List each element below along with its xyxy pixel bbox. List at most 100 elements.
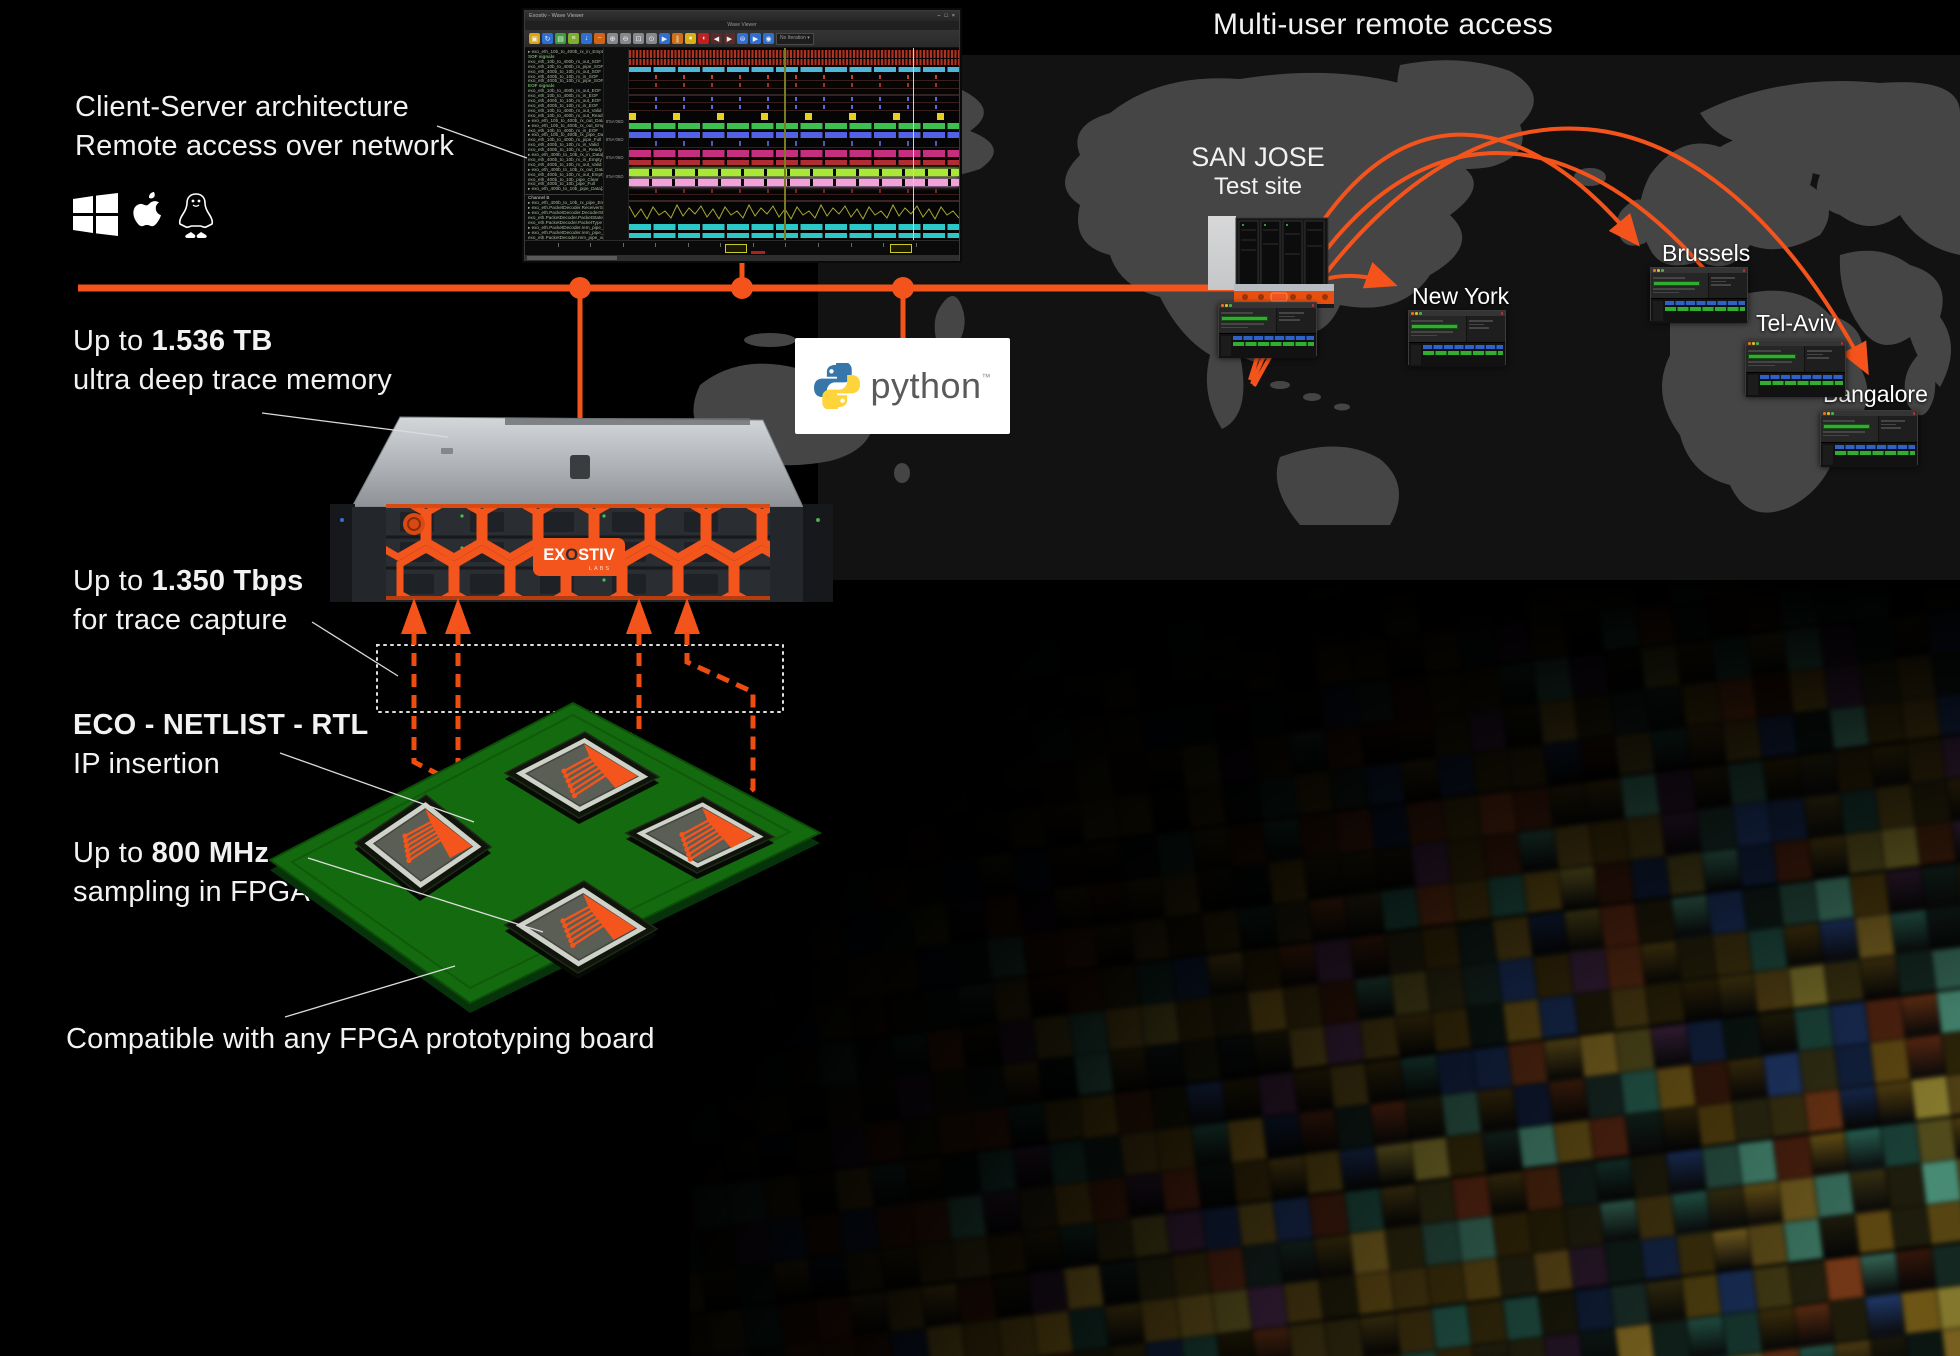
waveform-row[interactable] <box>629 74 959 81</box>
signal-name[interactable]: exo_eth_400b_to_10b_rx_in_EOF <box>528 102 599 108</box>
signal-name[interactable]: ▸ exo_eth_10b_to_400b_rx_out_Data[255 do… <box>528 117 603 123</box>
iteration-dropdown[interactable]: No Iteration ▾ <box>776 32 814 45</box>
close-dot-icon <box>1742 269 1745 272</box>
signal-name[interactable]: exo_eth_400b_to_10b_rx_out_EOF <box>528 98 602 104</box>
signal-name[interactable]: ▸ exo_eth.PacketDecoder.rem_pipe_preload <box>528 224 604 230</box>
zoom-out-icon[interactable]: ⊖ <box>620 33 631 44</box>
waveform-row[interactable] <box>629 122 959 130</box>
dot-icon <box>1661 269 1664 272</box>
timeline-ruler[interactable] <box>525 240 959 255</box>
waveform-row[interactable] <box>629 159 959 166</box>
signal-name[interactable]: exo_eth_10b_to_400b_rx_out_Valid <box>528 107 602 113</box>
remove-icon[interactable]: − <box>594 33 605 44</box>
secondary-cursor[interactable] <box>784 48 786 240</box>
signal-name[interactable]: exo_eth_10b_to_400b_rx_pipe_SOF <box>528 63 604 69</box>
waveform-row[interactable] <box>629 112 959 121</box>
pause-icon[interactable]: ∥ <box>672 33 683 44</box>
reload-icon[interactable]: ↻ <box>542 33 553 44</box>
waveform-row[interactable] <box>629 149 959 158</box>
exostiv-labs-wordmark: LABS <box>589 566 611 572</box>
maximize-button[interactable]: □ <box>944 13 948 19</box>
waveform-area[interactable] <box>629 48 959 240</box>
signal-name[interactable]: ▸ exo_eth_400b_to_10b_rx_in_Data[255 dow… <box>528 152 604 158</box>
waveform-row[interactable] <box>629 223 959 231</box>
signal-name[interactable]: exo_eth.PacketDecoder.PacketState <box>528 214 603 220</box>
signal-name[interactable]: EOF signals <box>528 83 555 89</box>
waveform-row[interactable] <box>629 167 959 177</box>
signal-name[interactable]: exo_eth_10b_to_400b_rx_in_EOF <box>528 127 599 133</box>
time-cursor[interactable] <box>912 48 915 240</box>
waveform-row[interactable] <box>629 50 959 58</box>
signal-name[interactable]: exo_eth_400b_to_10b_rx_pipe_SOF <box>528 78 604 84</box>
waveform-row[interactable] <box>629 82 959 89</box>
zoom-fit-icon[interactable]: ⊡ <box>633 33 644 44</box>
signal-name[interactable]: exo_eth_400b_to_10b_pipe_Clear <box>528 176 599 182</box>
minimize-button[interactable]: – <box>937 13 941 19</box>
signal-name[interactable]: exo_eth_10b_to_400b_rx_pipe_Full <box>528 137 602 143</box>
waveform-row[interactable] <box>629 96 959 103</box>
signal-name[interactable]: exo_eth_10b_to_400b_rx_in_EOF <box>528 93 599 99</box>
signal-name[interactable]: exo_eth_10b_to_400b_rx_out_Ready <box>528 112 604 118</box>
close-dot-icon <box>1912 412 1915 415</box>
settings-icon[interactable]: ▤ <box>555 33 566 44</box>
exostiv-wordmark: EXOSTIV <box>543 546 615 564</box>
signal-name[interactable]: ▸ exo_eth_10b_to_400b_rx_pipe_Data[255 d… <box>528 132 604 138</box>
dot-icon <box>1752 342 1755 345</box>
signal-name[interactable]: ▸ exo_eth_10b_to_400b_rx_in_Empty <box>528 49 604 54</box>
loop-icon[interactable]: ◉ <box>763 33 774 44</box>
waveform-row[interactable] <box>629 178 959 187</box>
waveform-row[interactable] <box>629 196 959 202</box>
signal-name[interactable]: exo_eth_400b_to_10b_rx_in_Ready <box>528 147 603 153</box>
horizontal-scrollbar[interactable] <box>525 255 959 261</box>
waveform-row[interactable] <box>629 59 959 65</box>
signal-name[interactable]: SOF signals <box>528 53 555 59</box>
step-forward-icon[interactable]: ▶ <box>724 33 735 44</box>
zoom-cursor-icon[interactable]: ⊙ <box>646 33 657 44</box>
waveform-row[interactable] <box>629 140 959 148</box>
signal-name[interactable]: exo_eth_400b_to_10b_pipe_Full <box>528 181 595 187</box>
signal-name[interactable]: Channel B <box>525 194 603 201</box>
signal-name[interactable]: ▸ exo_eth.PacketDecoder.ReceiverState <box>528 205 604 211</box>
waveform-row[interactable] <box>629 202 959 222</box>
signal-name[interactable]: exo_eth_400b_to_10b_rx_out_Valid <box>528 161 602 167</box>
lock-icon[interactable]: ● <box>685 33 696 44</box>
waveform-row[interactable] <box>629 188 959 195</box>
signal-name[interactable]: ▸ exo_eth.PacketDecoder.rem_pipe_data[25… <box>528 229 604 235</box>
scrollbar-thumb[interactable] <box>527 256 617 260</box>
thumb-log-panel <box>1277 308 1316 334</box>
prev-event-icon[interactable]: ⊜ <box>737 33 748 44</box>
waveform-row[interactable] <box>629 90 959 96</box>
signal-name[interactable]: ▸ exo_eth_10b_to_400b_rx_out_Empty <box>528 122 604 128</box>
signal-name[interactable]: exo_eth_400b_to_10b_rx_out_Empty <box>528 171 604 177</box>
capture-icon[interactable]: ◖ <box>698 33 709 44</box>
signal-name[interactable]: ▸ exo_eth_400b_to_10b_rx_out_Data <box>528 166 604 172</box>
signal-name[interactable]: exo_eth_400b_to_10b_rx_in_SOF <box>528 73 599 79</box>
waveform-row[interactable] <box>629 232 959 239</box>
next-event-icon[interactable]: ▶ <box>750 33 761 44</box>
export-icon[interactable]: ↓ <box>581 33 592 44</box>
signal-name[interactable]: exo_eth_10b_to_400b_rx_out_SOF <box>528 58 602 64</box>
zoom-in-icon[interactable]: ⊕ <box>607 33 618 44</box>
signal-name[interactable]: exo_eth_400b_to_10b_rx_out_SOF <box>528 68 602 74</box>
play-icon[interactable]: ▶ <box>659 33 670 44</box>
signal-name[interactable]: exo_eth.PacketDecoder.rem_pipe_valid_r <box>528 234 604 240</box>
signal-name[interactable]: ▸ exo_eth_400b_to_10b_pipe_Data[255 down… <box>528 186 604 192</box>
signal-name[interactable]: exo_eth_10b_to_400b_rx_out_EOF <box>528 88 602 94</box>
signal-name[interactable]: exo_eth_400b_to_10b_rx_in_Valid <box>528 142 599 148</box>
step-back-icon[interactable]: ◀ <box>711 33 722 44</box>
label-sampling: Up to 800 MHz sampling in FPGA <box>73 837 310 908</box>
signal-name[interactable]: ▸ exo_eth.PacketDecoder.DecoderState <box>528 210 604 215</box>
signal-list-icon[interactable]: ≡ <box>568 33 579 44</box>
waveform-row[interactable] <box>629 104 959 111</box>
waveform-row[interactable] <box>629 66 959 73</box>
waveform-row[interactable] <box>629 131 959 139</box>
thumb-progress-bar <box>1823 423 1870 429</box>
open-folder-icon[interactable]: ▣ <box>529 33 540 44</box>
close-button[interactable]: × <box>951 13 955 19</box>
signal-name[interactable]: ▸ exo_eth_400b_to_10b_rx_pipe_Empty <box>528 200 604 206</box>
thumb-progress-bar <box>1748 353 1797 359</box>
signal-name[interactable]: exo_eth_400b_to_10b_rx_in_Empty <box>528 156 602 162</box>
signal-name[interactable]: exo_eth.PacketDecoder.PacketType <box>528 219 603 225</box>
